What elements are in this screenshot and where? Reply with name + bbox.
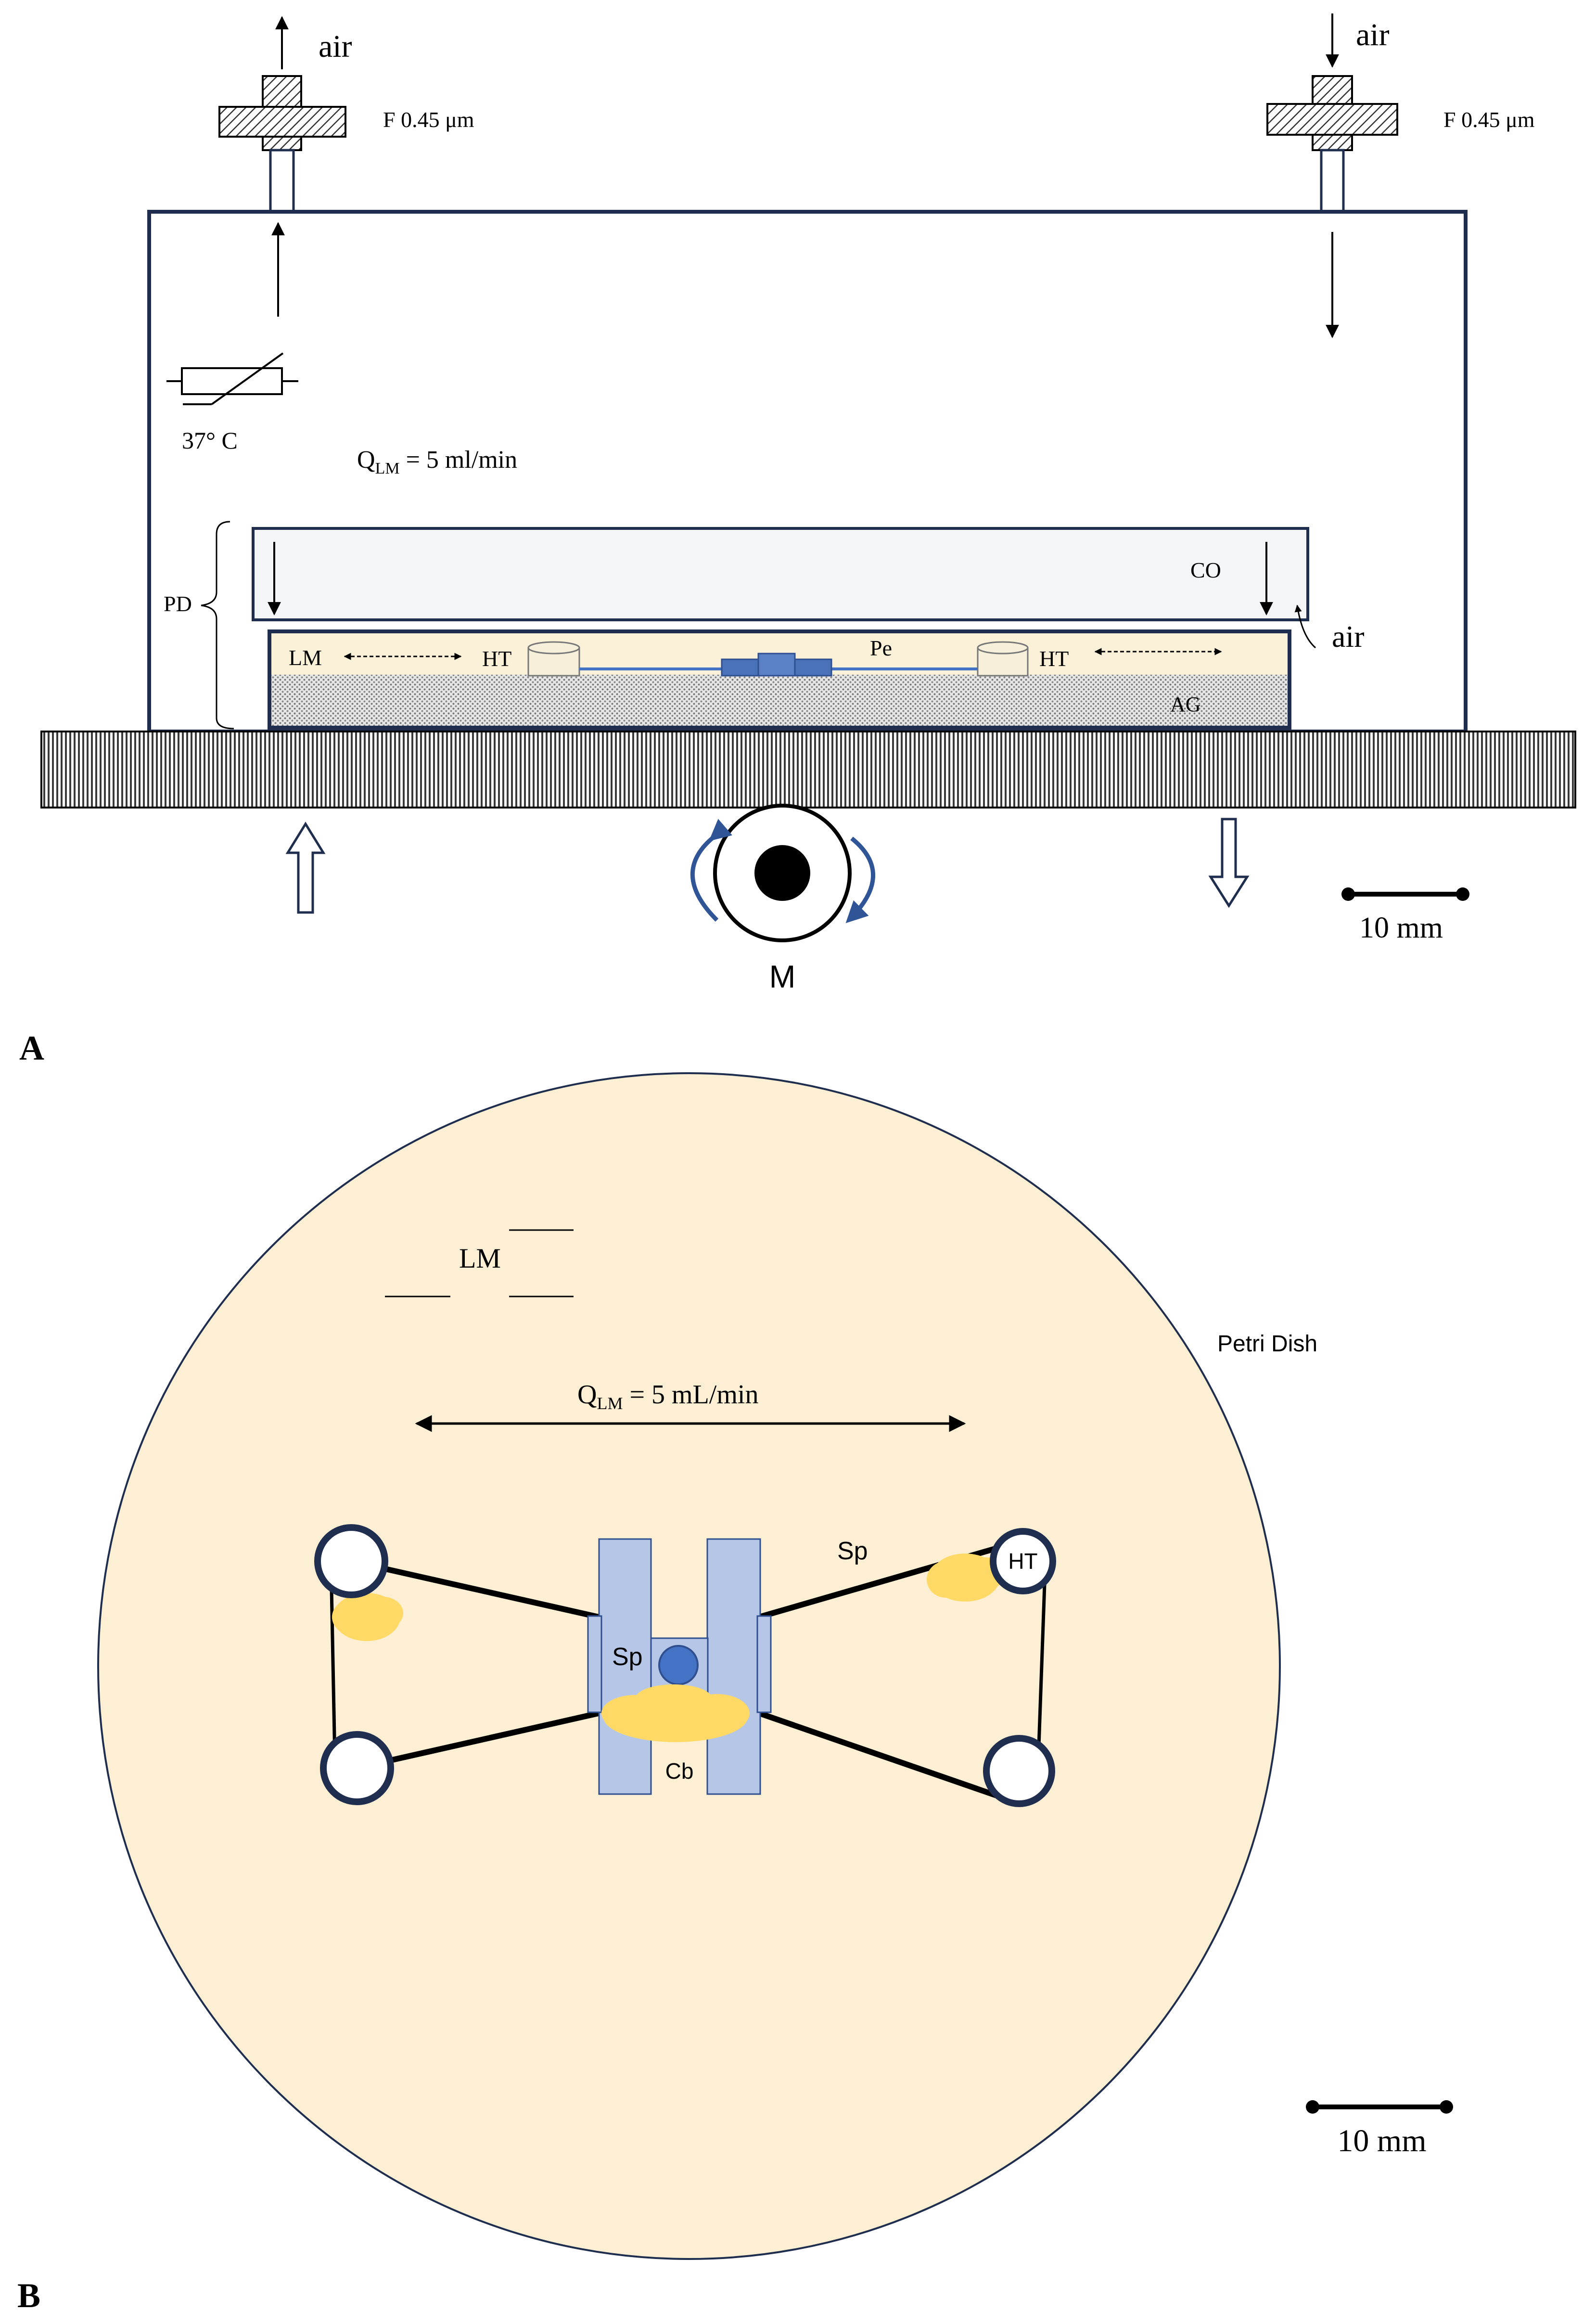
left-filter-icon xyxy=(218,16,346,213)
deposit-center xyxy=(601,1684,750,1742)
pe-label: Pe xyxy=(870,636,892,660)
scale-bar-a-end-right xyxy=(1456,887,1469,901)
chamber-bar-right xyxy=(706,1538,761,1795)
right-filter-label: F 0.45 μm xyxy=(1443,107,1535,132)
shaker-plate xyxy=(40,731,1576,809)
down-flow-arrow-icon xyxy=(1208,818,1250,908)
flow-rate-label-b: QLM = 5 mL/min xyxy=(577,1380,758,1413)
ag-label: AG xyxy=(1170,693,1201,716)
holder-pin-top-right xyxy=(990,1528,1056,1594)
scale-label-b: 10 mm xyxy=(1337,2123,1426,2158)
lm-label-a: LM xyxy=(289,645,322,670)
holder-pin-top-left xyxy=(314,1524,388,1598)
panel-b: Petri Dish LM QLM = 5 mL/min xyxy=(17,1072,1453,2315)
rotation-arrow-left-icon xyxy=(690,819,732,922)
sp-label-left: Sp xyxy=(612,1643,643,1671)
right-air-label: air xyxy=(1356,17,1390,52)
panel-label-b: B xyxy=(17,2276,40,2315)
holder-left-icon xyxy=(527,641,580,677)
holder-pin-bottom-left xyxy=(320,1731,394,1805)
chamber-clamp-side xyxy=(757,653,796,677)
pd-brace xyxy=(201,521,234,730)
motor-shaft xyxy=(754,845,810,901)
lm-label-b: LM xyxy=(459,1243,501,1274)
panel-a: air F 0.45 μm air F 0.45 μm 37° C QLM = … xyxy=(19,13,1576,1067)
scale-bar-b-end-right xyxy=(1440,2100,1453,2114)
agar-layer xyxy=(271,675,1288,726)
ht-label-b: HT xyxy=(1008,1549,1037,1574)
petri-lid xyxy=(252,527,1309,621)
right-filter-icon xyxy=(1266,13,1398,213)
scale-bar-a-end-left xyxy=(1341,887,1355,901)
flow-rate-label-a: QLM = 5 ml/min xyxy=(357,446,517,477)
holder-right-icon xyxy=(977,641,1029,677)
cb-label: Cb xyxy=(665,1758,694,1784)
co-label: CO xyxy=(1190,558,1221,582)
rotation-arrow-right-icon xyxy=(845,836,875,924)
side-air-arrow xyxy=(1294,604,1316,649)
holder-pin-bottom-right xyxy=(983,1735,1055,1807)
up-flow-arrow-icon xyxy=(285,821,326,914)
scale-label-a: 10 mm xyxy=(1359,911,1443,944)
scale-bar-b-end-left xyxy=(1306,2100,1319,2114)
motor-label: M xyxy=(769,959,796,994)
sample-dot xyxy=(658,1645,699,1685)
deposit-left xyxy=(332,1593,403,1641)
petri-dish-label: Petri Dish xyxy=(1217,1331,1317,1357)
ht-label-left: HT xyxy=(482,646,511,671)
left-filter-label: F 0.45 μm xyxy=(383,107,474,132)
side-air-label: air xyxy=(1332,619,1365,654)
sp-label-right: Sp xyxy=(837,1537,868,1565)
temperature-label: 37° C xyxy=(182,427,238,454)
ht-label-right: HT xyxy=(1039,646,1069,671)
thermistor-icon xyxy=(166,352,298,405)
panel-label-a: A xyxy=(19,1029,44,1067)
clamp-right xyxy=(756,1615,772,1713)
left-air-label: air xyxy=(319,29,352,64)
clamp-left xyxy=(587,1615,602,1713)
pd-label: PD xyxy=(164,591,192,616)
